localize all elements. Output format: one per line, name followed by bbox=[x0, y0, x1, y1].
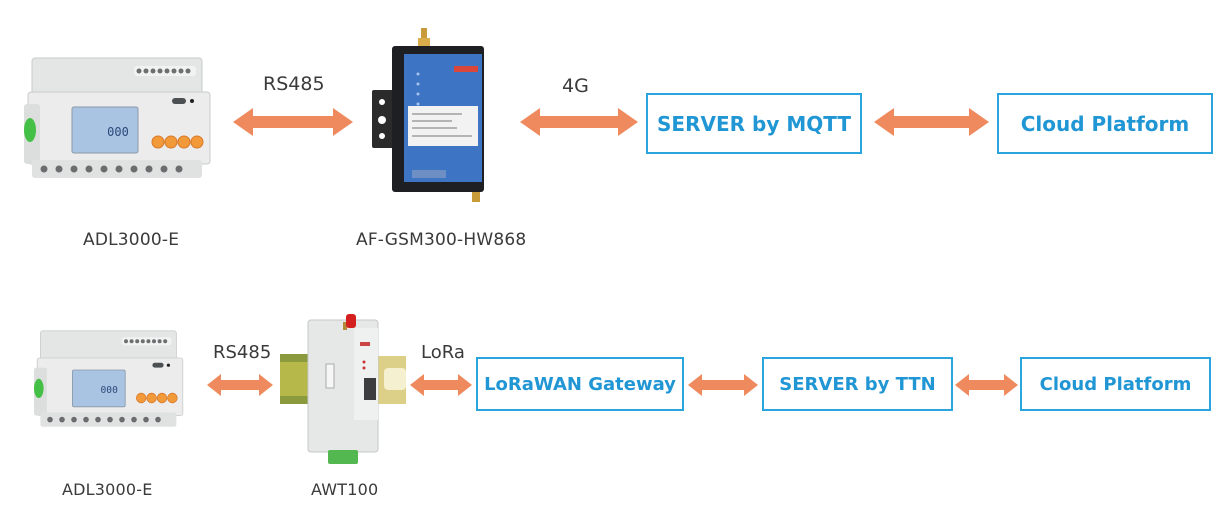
link-label-rs485-2: RS485 bbox=[213, 342, 272, 363]
bidirectional-arrow-mqtt-cloud bbox=[874, 108, 989, 136]
bidirectional-arrow-ttn-cloud bbox=[955, 374, 1018, 396]
link-label-rs485-1: RS485 bbox=[263, 73, 325, 95]
server-ttn-box: SERVER by TTN bbox=[762, 357, 953, 411]
device-label-4g-gateway: AF-GSM300-HW868 bbox=[356, 230, 527, 250]
link-label-4g: 4G bbox=[562, 75, 589, 97]
device-label-meter-1: ADL3000-E bbox=[83, 230, 180, 250]
bidirectional-arrow-4g bbox=[520, 108, 638, 136]
energy-meter-icon: 000 bbox=[24, 57, 211, 178]
energy-meter-icon: 000 bbox=[34, 330, 184, 427]
server-mqtt-box: SERVER by MQTT bbox=[646, 93, 862, 154]
bidirectional-arrow-lora bbox=[410, 374, 472, 396]
lora-module-icon bbox=[280, 314, 406, 464]
device-label-meter-2: ADL3000-E bbox=[62, 480, 153, 499]
4g-gateway-icon bbox=[372, 28, 484, 202]
cloud-platform-box-1: Cloud Platform bbox=[997, 93, 1213, 154]
lorawan-gateway-box: LoRaWAN Gateway bbox=[476, 357, 684, 411]
bidirectional-arrow-rs485-2 bbox=[207, 374, 273, 396]
meter-display-value: 000 bbox=[101, 385, 119, 396]
device-label-awt100: AWT100 bbox=[311, 480, 379, 499]
bidirectional-arrow-rs485-1 bbox=[233, 108, 353, 136]
bidirectional-arrow-gateway-ttn bbox=[688, 374, 758, 396]
link-label-lora: LoRa bbox=[421, 342, 465, 363]
cloud-platform-box-2: Cloud Platform bbox=[1020, 357, 1211, 411]
meter-display-value: 000 bbox=[107, 125, 129, 139]
